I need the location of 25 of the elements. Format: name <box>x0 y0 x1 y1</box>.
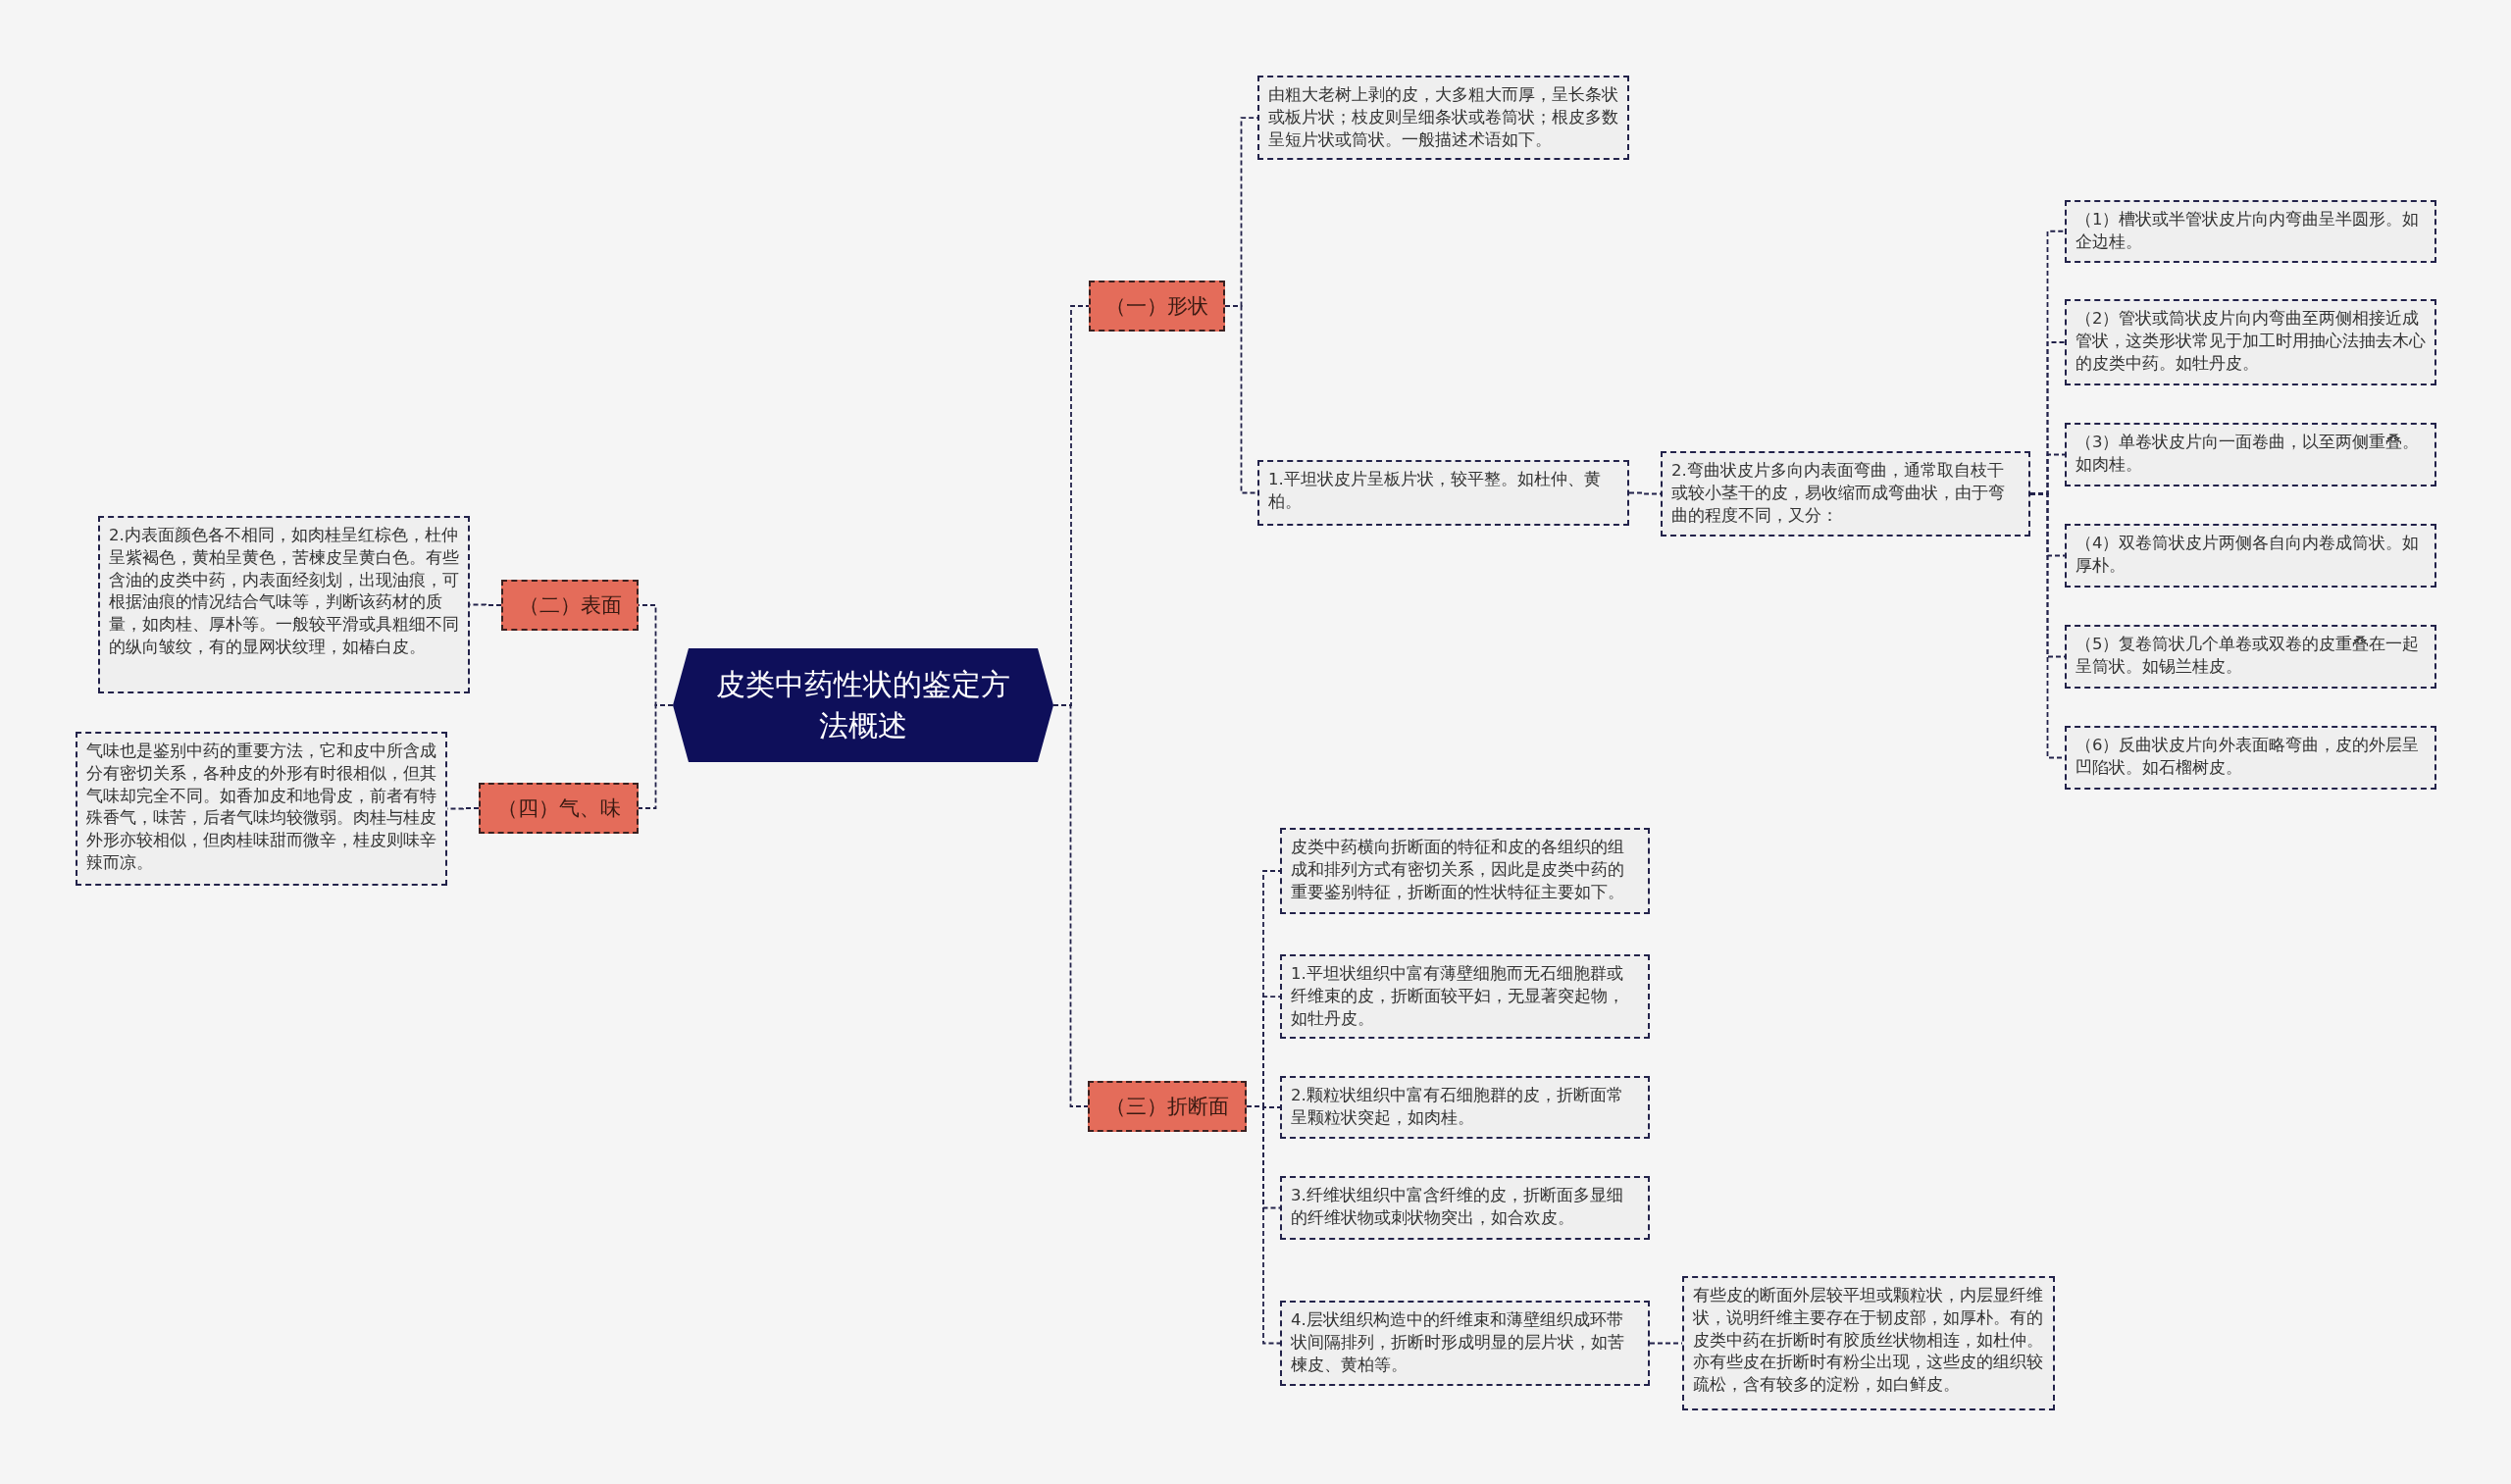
text-card: （4）双卷筒状皮片两侧各自向内卷成筒状。如厚朴。 <box>2065 524 2436 588</box>
text-card: 2.弯曲状皮片多向内表面弯曲，通常取自枝干或较小茎干的皮，易收缩而成弯曲状，由于弯曲的程度不同，又分： <box>1661 451 2030 537</box>
text-card: 有些皮的断面外层较平坦或颗粒状，内层显纤维状，说明纤维主要存在于韧皮部，如厚朴。有的皮类中药在折断时有胶质丝状物相连，如杜仲。亦有些皮在折断时有粉尘出现，这些皮的组织较疏松，含有较多的淀粉，如白鲜皮。 <box>1682 1276 2055 1410</box>
text-card: 2.内表面颜色各不相同，如肉桂呈红棕色，杜仲呈紫褐色，黄柏呈黄色，苦楝皮呈黄白色。有些含油的皮类中药，内表面经刻划，出现油痕，可根据油痕的情况结合气味等，判断该药材的质量，如肉桂、厚朴等。一般较平滑或具粗细不同的纵向皱纹，有的显网状纹理，如椿白皮。 <box>98 516 470 693</box>
branch-topic: （四）气、味 <box>479 783 639 834</box>
branch-topic: （二）表面 <box>501 580 639 631</box>
text-card: 气味也是鉴别中药的重要方法，它和皮中所含成分有密切关系，各种皮的外形有时很相似，但其气味却完全不同。如香加皮和地骨皮，前者有特殊香气，味苦，后者气味均较微弱。肉桂与桂皮外形亦较相似，但肉桂味甜而微辛，桂皮则味辛辣而凉。 <box>76 732 447 886</box>
text-card: 2.颗粒状组织中富有石细胞群的皮，折断面常呈颗粒状突起，如肉桂。 <box>1280 1076 1650 1139</box>
text-card: 3.纤维状组织中富含纤维的皮，折断面多显细的纤维状物或刺状物突出，如合欢皮。 <box>1280 1176 1650 1240</box>
text-card: （2）管状或筒状皮片向内弯曲至两侧相接近成管状，这类形状常见于加工时用抽心法抽去木心的皮类中药。如牡丹皮。 <box>2065 299 2436 385</box>
text-card: 1.平坦状皮片呈板片状，较平整。如杜仲、黄柏。 <box>1257 460 1629 526</box>
text-card: 1.平坦状组织中富有薄壁细胞而无石细胞群或纤维束的皮，折断面较平妇，无显著突起物，如牡丹皮。 <box>1280 954 1650 1040</box>
connector-line <box>1246 1105 1281 1345</box>
text-card: （5）复卷筒状几个单卷或双卷的皮重叠在一起呈筒状。如锡兰桂皮。 <box>2065 625 2436 689</box>
connector-line <box>638 704 674 809</box>
text-card: （6）反曲状皮片向外表面略弯曲，皮的外层呈凹陷状。如石榴树皮。 <box>2065 726 2436 790</box>
text-card: 由粗大老树上剥的皮，大多粗大而厚，呈长条状或板片状；枝皮则呈细条状或卷筒状；根皮多数呈短片状或筒状。一般描述术语如下。 <box>1257 76 1629 161</box>
branch-topic: （三）折断面 <box>1088 1081 1247 1132</box>
text-card: （1）槽状或半管状皮片向内弯曲呈半圆形。如企边桂。 <box>2065 200 2436 263</box>
branch-topic: （一）形状 <box>1089 281 1225 332</box>
central-topic: 皮类中药性状的鉴定方法概述 <box>673 648 1053 762</box>
text-card: （3）单卷状皮片向一面卷曲，以至两侧重叠。如肉桂。 <box>2065 423 2436 486</box>
connector-line <box>1224 305 1258 494</box>
text-card: 皮类中药横向折断面的特征和皮的各组织的组成和排列方式有密切关系，因此是皮类中药的重要鉴别特征，折断面的性状特征主要如下。 <box>1280 828 1650 914</box>
text-card: 4.层状组织构造中的纤维束和薄壁组织成环带状间隔排列，折断时形成明显的层片状，如苦楝皮、黄柏等。 <box>1280 1301 1650 1386</box>
